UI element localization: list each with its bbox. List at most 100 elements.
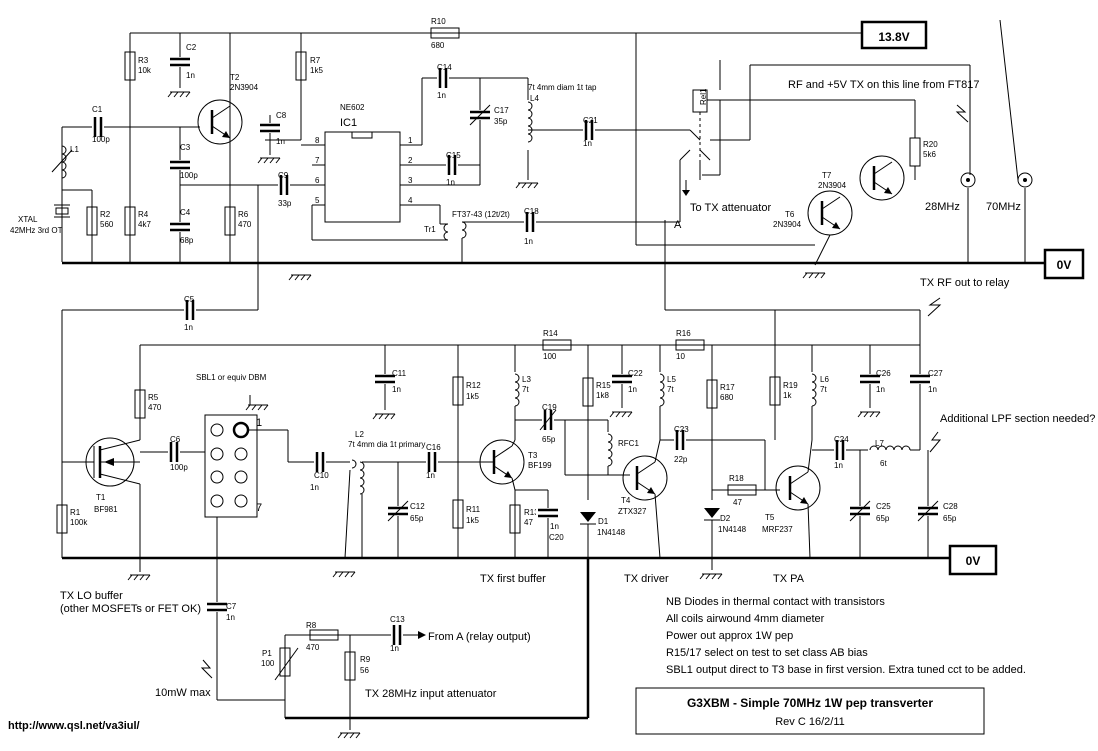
ground-label-top: 0V bbox=[1057, 258, 1072, 272]
svg-text:1n: 1n bbox=[226, 613, 235, 622]
svg-text:C16: C16 bbox=[426, 443, 441, 452]
svg-text:To TX attenuator: To TX attenuator bbox=[690, 202, 771, 214]
svg-text:TX PA: TX PA bbox=[773, 573, 805, 585]
title-main: G3XBM - Simple 70MHz 1W pep transverter bbox=[687, 696, 933, 710]
svg-text:2N3904: 2N3904 bbox=[818, 181, 847, 190]
svg-text:65p: 65p bbox=[542, 435, 556, 444]
title-block: G3XBM - Simple 70MHz 1W pep transverter … bbox=[635, 687, 985, 735]
svg-text:70MHz: 70MHz bbox=[986, 201, 1021, 213]
svg-text:T2: T2 bbox=[230, 73, 240, 82]
svg-text:C4: C4 bbox=[180, 208, 191, 217]
svg-text:Rel1: Rel1 bbox=[699, 88, 708, 105]
svg-text:1n: 1n bbox=[583, 139, 592, 148]
svg-text:MRF237: MRF237 bbox=[762, 525, 793, 534]
svg-text:C6: C6 bbox=[170, 435, 181, 444]
svg-text:ZTX327: ZTX327 bbox=[618, 507, 647, 516]
svg-text:1k8: 1k8 bbox=[596, 391, 609, 400]
svg-text:1n: 1n bbox=[834, 461, 843, 470]
svg-text:C14: C14 bbox=[437, 63, 452, 72]
svg-text:D1: D1 bbox=[598, 517, 609, 526]
svg-text:100p: 100p bbox=[180, 171, 198, 180]
svg-text:1k5: 1k5 bbox=[310, 66, 323, 75]
svg-text:C3: C3 bbox=[180, 143, 191, 152]
svg-text:R4: R4 bbox=[138, 210, 149, 219]
svg-text:470: 470 bbox=[238, 220, 252, 229]
ic1: NE602 IC1 8 7 6 5 1 2 3 4 bbox=[301, 103, 480, 223]
svg-text:L2: L2 bbox=[355, 430, 364, 439]
svg-text:C20: C20 bbox=[549, 533, 564, 542]
svg-text:1n: 1n bbox=[392, 385, 401, 394]
svg-text:1n: 1n bbox=[628, 385, 637, 394]
svg-text:R3: R3 bbox=[138, 56, 149, 65]
svg-text:65p: 65p bbox=[410, 514, 424, 523]
svg-text:BF981: BF981 bbox=[94, 505, 118, 514]
svg-text:C19: C19 bbox=[542, 403, 557, 412]
svg-text:T4: T4 bbox=[621, 496, 631, 505]
wire-att bbox=[217, 558, 590, 720]
svg-text:100: 100 bbox=[543, 352, 557, 361]
svg-text:R20: R20 bbox=[923, 140, 938, 149]
svg-text:1k5: 1k5 bbox=[466, 516, 479, 525]
l1: L1 bbox=[51, 127, 79, 262]
c4: C4 68p bbox=[168, 184, 230, 245]
svg-text:1k: 1k bbox=[783, 391, 792, 400]
svg-text:T7: T7 bbox=[822, 171, 832, 180]
svg-text:35p: 35p bbox=[494, 117, 508, 126]
svg-text:470: 470 bbox=[306, 643, 320, 652]
svg-text:RFC1: RFC1 bbox=[618, 439, 639, 448]
svg-text:T5: T5 bbox=[765, 513, 775, 522]
svg-text:100p: 100p bbox=[92, 135, 110, 144]
gnd-ic bbox=[288, 274, 312, 281]
tr1: FT37-43 (12t/2t)Tr1 bbox=[311, 205, 520, 263]
svg-text:1n: 1n bbox=[276, 137, 285, 146]
svg-text:NB Diodes in thermal contact w: NB Diodes in thermal contact with transi… bbox=[666, 596, 885, 608]
svg-text:RF and +5V TX on this line fro: RF and +5V TX on this line from FT817 bbox=[788, 79, 979, 91]
svg-text:L3: L3 bbox=[522, 375, 531, 384]
att-labels: From A (relay output) 10mW max TX 28MHz … bbox=[155, 631, 531, 700]
svg-text:R15: R15 bbox=[596, 381, 611, 390]
svg-text:10mW max: 10mW max bbox=[155, 687, 211, 699]
svg-text:1k5: 1k5 bbox=[466, 392, 479, 401]
svg-text:C5: C5 bbox=[184, 295, 195, 304]
svg-text:R17: R17 bbox=[720, 383, 735, 392]
svg-text:From A (relay output): From A (relay output) bbox=[428, 631, 531, 643]
svg-text:C15: C15 bbox=[446, 151, 461, 160]
svg-text:BF199: BF199 bbox=[528, 461, 552, 470]
svg-text:7: 7 bbox=[315, 156, 320, 165]
svg-text:(other MOSFETs or FET OK): (other MOSFETs or FET OK) bbox=[60, 603, 201, 615]
svg-text:C12: C12 bbox=[410, 502, 425, 511]
svg-text:68p: 68p bbox=[180, 236, 194, 245]
svg-text:1: 1 bbox=[256, 417, 262, 429]
svg-text:7t 4mm dia 1t primary: 7t 4mm dia 1t primary bbox=[348, 440, 425, 449]
svg-text:47: 47 bbox=[733, 498, 742, 507]
svg-text:L1: L1 bbox=[70, 145, 79, 154]
svg-text:R12: R12 bbox=[466, 381, 481, 390]
svg-text:NE602: NE602 bbox=[340, 103, 365, 112]
svg-text:C9: C9 bbox=[278, 171, 289, 180]
svg-text:6: 6 bbox=[315, 176, 320, 185]
svg-text:L7: L7 bbox=[875, 439, 884, 448]
